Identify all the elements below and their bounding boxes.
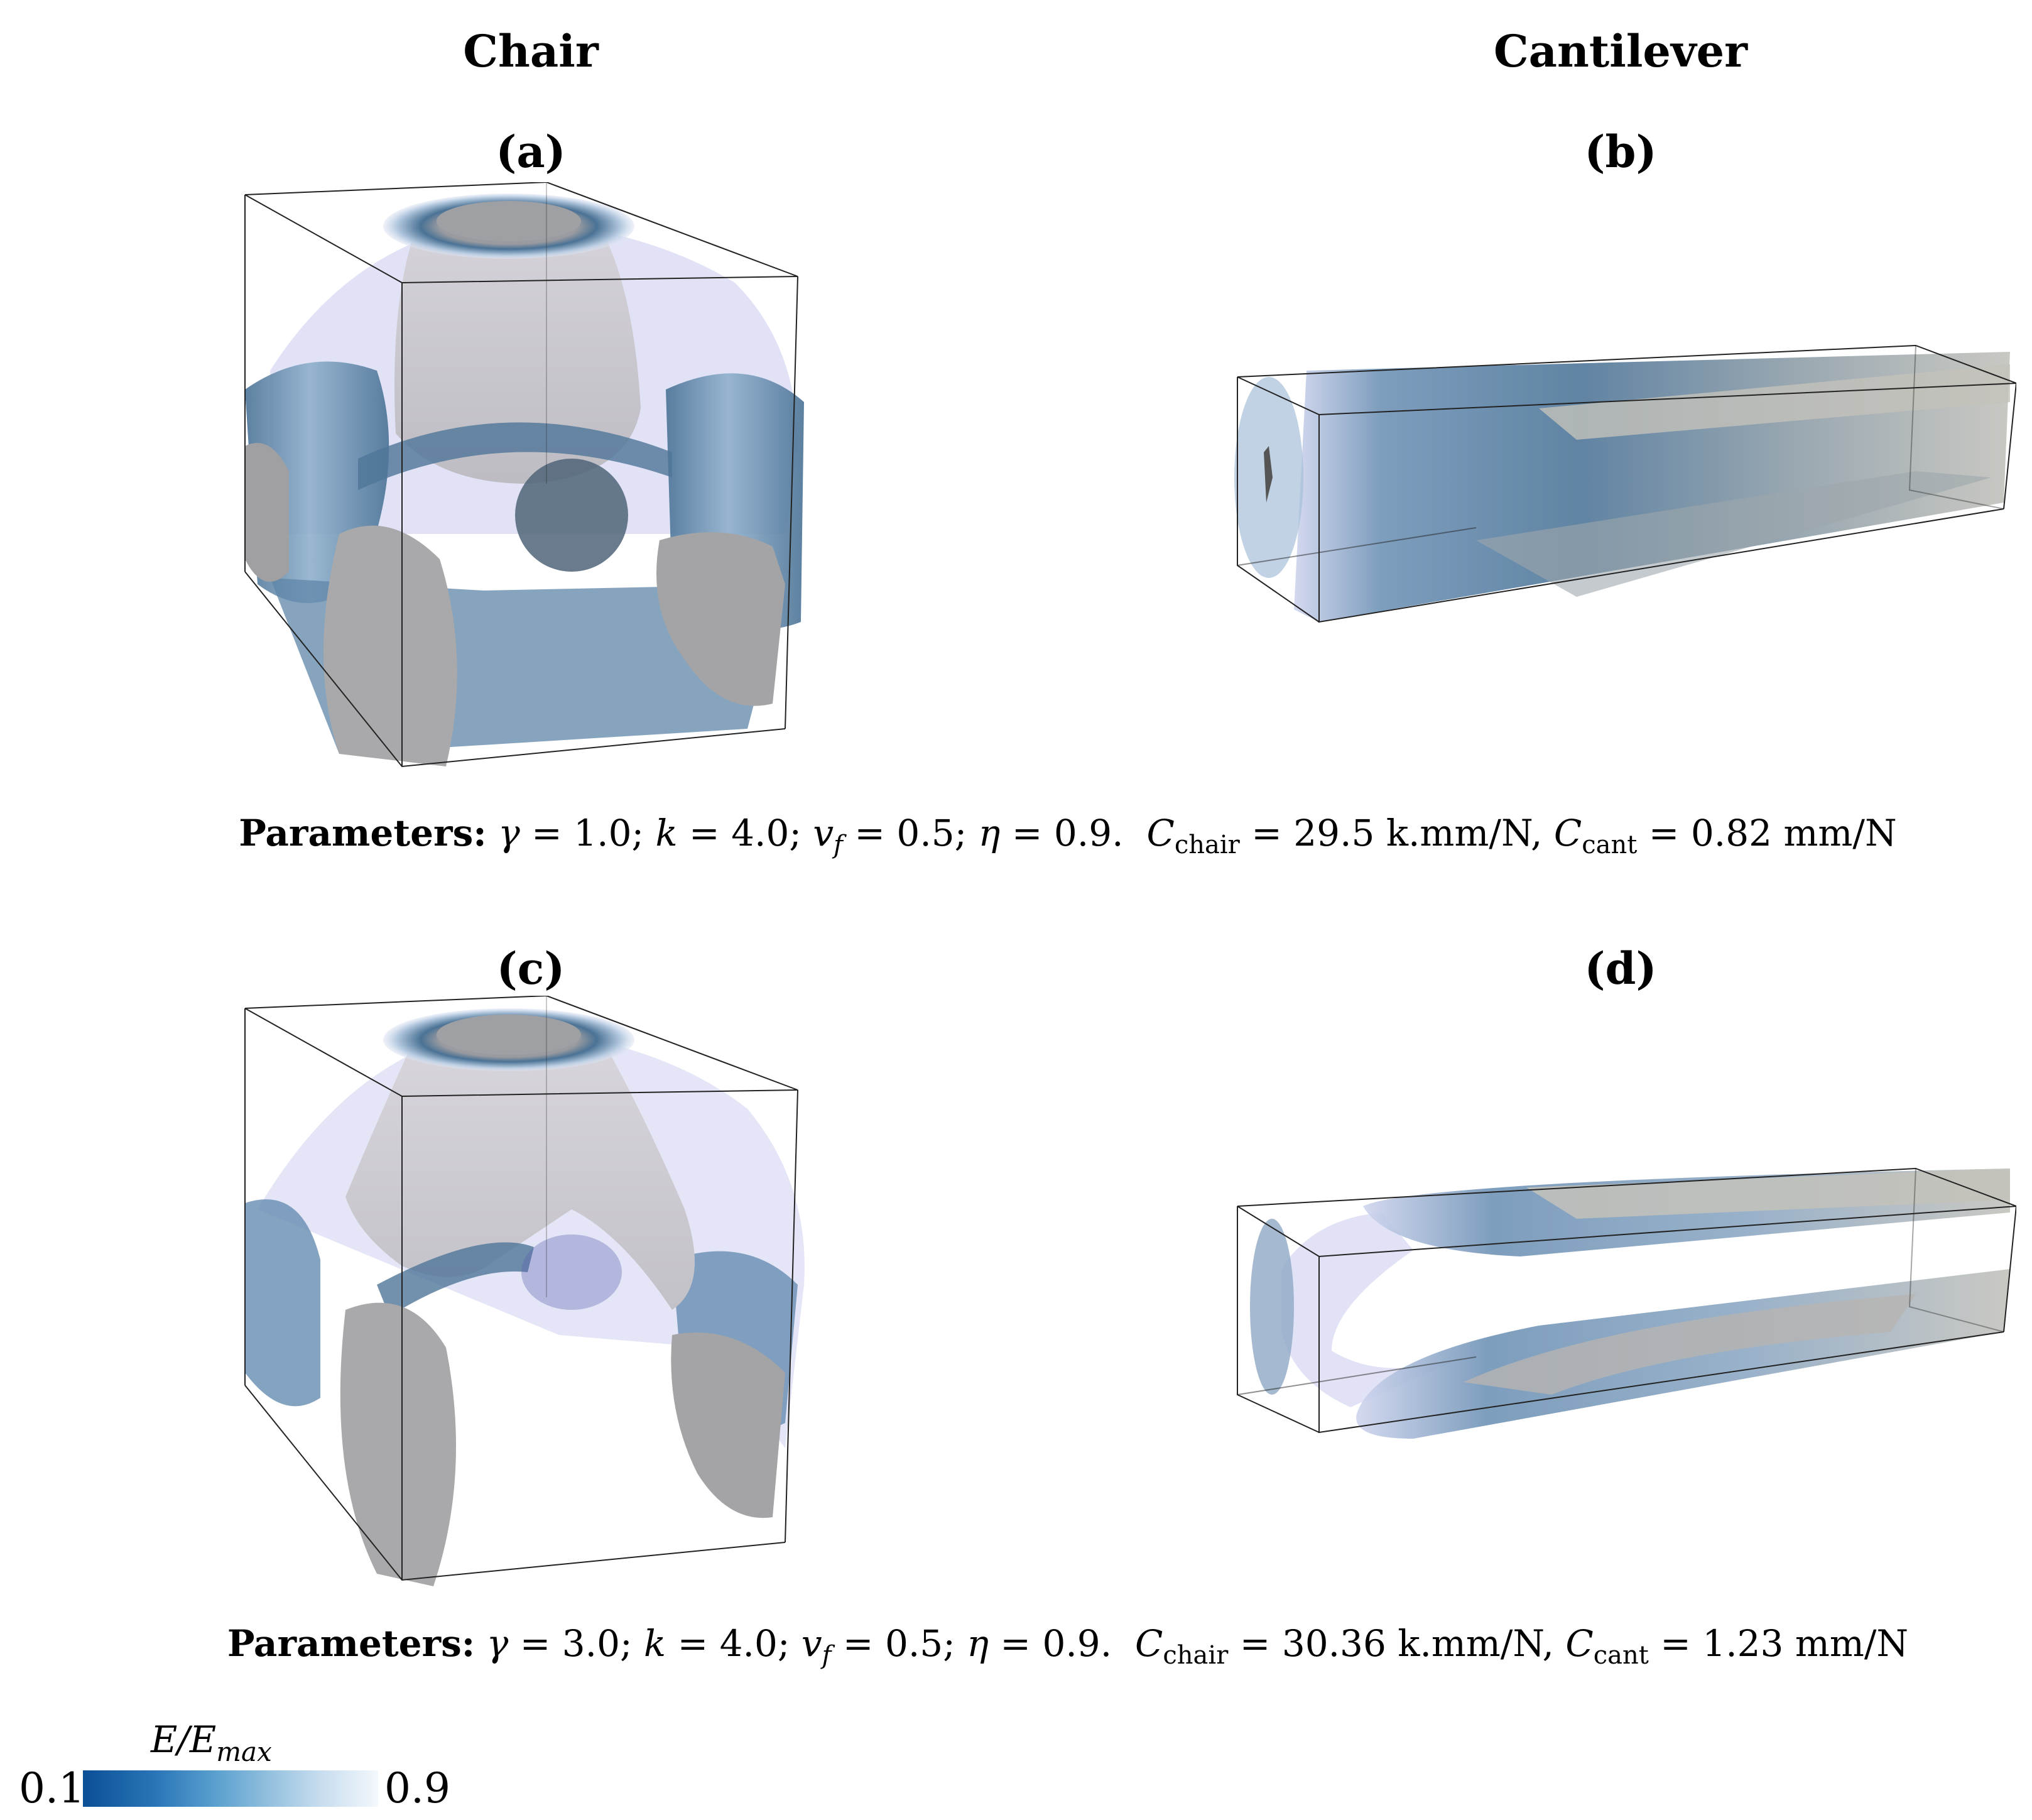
colorbar-title-subscript: max (216, 1736, 272, 1767)
vf-symbol: v (813, 812, 834, 854)
colorbar-title: E/Emax (151, 1718, 272, 1767)
c-chair-value: 30.36 (1281, 1622, 1386, 1665)
parameters-heading: Parameters: (227, 1622, 475, 1665)
chair-topology-c-graphic (244, 996, 805, 1586)
colorbar-title-main: E/E (151, 1718, 217, 1761)
chair-topology-a-graphic (244, 182, 804, 768)
c-cant-subscript: cant (1582, 831, 1638, 859)
cantilever-topology-b-graphic (1234, 344, 2016, 623)
c-cant-value: 1.23 (1702, 1622, 1784, 1665)
colorbar-min-label: 0.1 (19, 1764, 85, 1812)
c-cant-unit: mm/N (1795, 1622, 1909, 1665)
vf-subscript: f (822, 1641, 832, 1670)
panel-label-c: (c) (496, 942, 565, 994)
cantilever-topology-d-graphic (1237, 1167, 2016, 1439)
gamma-value: 3.0 (562, 1622, 621, 1665)
panel-label-a: (a) (496, 126, 566, 178)
c-chair-symbol: C (1146, 812, 1175, 854)
eta-symbol: η (967, 1622, 989, 1665)
c-cant-symbol: C (1553, 812, 1582, 854)
vf-value: 0.5 (884, 1622, 943, 1665)
c-chair-value: 29.5 (1293, 812, 1375, 854)
vf-symbol: v (801, 1622, 822, 1665)
gamma-symbol: γ (498, 812, 520, 854)
colorbar-max-label: 0.9 (384, 1764, 450, 1812)
vf-value: 0.5 (896, 812, 955, 854)
c-chair-subscript: chair (1174, 831, 1240, 859)
gamma-value: 1.0 (573, 812, 632, 854)
c-cant-symbol: C (1565, 1622, 1594, 1665)
panel-label-b: (b) (1584, 126, 1657, 178)
column-title-chair: Chair (463, 25, 599, 77)
parameters-heading: Parameters: (239, 812, 487, 854)
colorbar-gradient (83, 1770, 378, 1807)
c-chair-subscript: chair (1163, 1641, 1229, 1670)
c-chair-unit: k.mm/N (1386, 812, 1531, 854)
c-cant-unit: mm/N (1783, 812, 1897, 854)
vf-subscript: f (834, 831, 843, 859)
chair-render-c (232, 996, 823, 1593)
k-symbol: k (644, 1622, 666, 1665)
eta-value: 0.9 (1042, 1622, 1100, 1665)
k-symbol: k (655, 812, 678, 854)
panel-label-d: (d) (1584, 942, 1657, 994)
cantilever-render-d (1225, 1143, 2016, 1445)
k-value: 4.0 (719, 1622, 778, 1665)
eta-value: 0.9 (1053, 812, 1112, 854)
eta-symbol: η (978, 812, 1001, 854)
gamma-symbol: γ (486, 1622, 509, 1665)
c-chair-symbol: C (1135, 1622, 1163, 1665)
c-cant-subscript: cant (1593, 1641, 1649, 1670)
k-value: 4.0 (731, 812, 790, 854)
column-title-cantilever: Cantilever (1493, 25, 1748, 77)
parameters-line-2: Parameters: γ = 3.0; k = 4.0; vf = 0.5; … (227, 1622, 1909, 1670)
c-chair-unit: k.mm/N (1398, 1622, 1543, 1665)
cantilever-render-b (1225, 333, 2016, 635)
chair-render-a (232, 182, 823, 779)
parameters-line-1: Parameters: γ = 1.0; k = 4.0; vf = 0.5; … (239, 812, 1897, 859)
c-cant-value: 0.82 (1690, 812, 1772, 854)
